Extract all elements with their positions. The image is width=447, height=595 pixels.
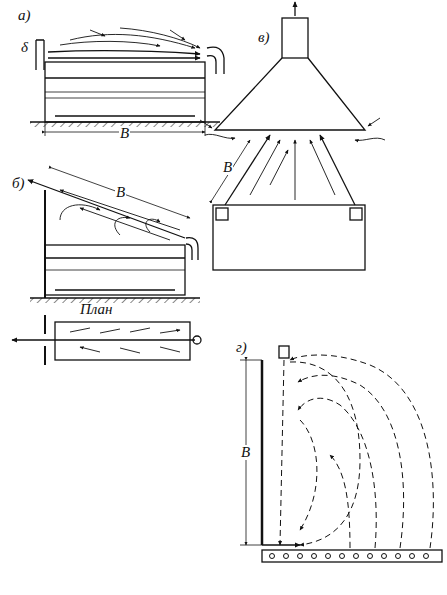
scheme-a bbox=[30, 28, 224, 136]
panel-letter: в) bbox=[258, 30, 270, 45]
width-dimension: В bbox=[115, 185, 126, 200]
width-dimension: В bbox=[119, 126, 130, 141]
gap-dimension: δ bbox=[20, 40, 29, 55]
width-dimension: В bbox=[222, 160, 233, 175]
scheme-g bbox=[240, 346, 442, 562]
scheme-v bbox=[200, 2, 385, 270]
panel-letter: б) bbox=[12, 176, 25, 191]
height-dimension: В bbox=[240, 445, 251, 460]
view-title: План bbox=[80, 302, 113, 317]
panel-letter: а) bbox=[18, 8, 31, 23]
scheme-b bbox=[12, 168, 201, 365]
grate-holes bbox=[270, 554, 429, 559]
panel-letter: г) bbox=[236, 340, 247, 355]
